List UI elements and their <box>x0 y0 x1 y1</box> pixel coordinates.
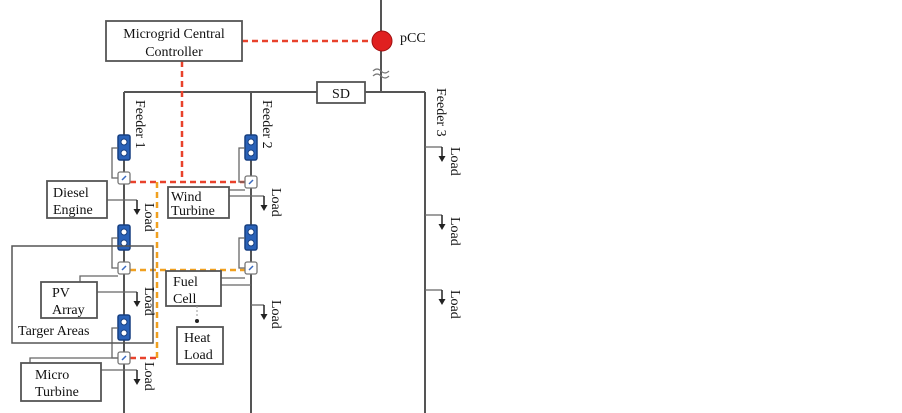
wind-turbine: Wind Turbine <box>167 186 230 219</box>
fuel-cell: Fuel Cell <box>165 270 222 307</box>
svg-text:Cell: Cell <box>173 292 196 307</box>
load-icon <box>259 195 269 212</box>
load-icon <box>132 199 142 216</box>
svg-text:Fuel: Fuel <box>173 275 198 290</box>
pv-array: PV Array <box>40 281 98 319</box>
load-label: Load <box>447 290 462 319</box>
breaker-icon <box>244 224 258 251</box>
feeder-2-label: Feeder 2 <box>259 100 274 149</box>
heat-load: Heat Load <box>176 326 224 365</box>
micro-turbine: Micro Turbine <box>20 362 102 402</box>
load-icon <box>437 214 447 231</box>
load-icon <box>437 289 447 306</box>
svg-text:Heat: Heat <box>184 331 211 346</box>
svg-text:Turbine: Turbine <box>35 385 79 400</box>
load-label: Load <box>141 362 156 391</box>
pcc-label: pCC <box>400 31 426 46</box>
load-label: Load <box>268 188 283 217</box>
svg-text:Array: Array <box>52 303 85 318</box>
load-label: Load <box>447 147 462 176</box>
target-area-label: Targer Areas <box>18 324 89 339</box>
load-label: Load <box>268 300 283 329</box>
load-icon <box>259 304 269 321</box>
feeder-1-label: Feeder 1 <box>132 100 147 149</box>
switch-icon <box>117 261 131 275</box>
load-icon <box>437 146 447 163</box>
sd-switch <box>316 81 366 104</box>
breaker-icon <box>117 314 131 341</box>
switch-icon <box>244 175 258 189</box>
svg-text:Engine: Engine <box>53 203 93 218</box>
svg-text:Diesel: Diesel <box>53 186 89 201</box>
switch-icon <box>117 171 131 185</box>
pcc-node <box>371 30 393 52</box>
load-icon <box>132 369 142 386</box>
switch-icon <box>117 351 131 365</box>
microgrid-controller <box>105 20 243 62</box>
svg-text:Micro: Micro <box>35 368 69 383</box>
breaker-icon <box>244 134 258 161</box>
load-label: Load <box>141 287 156 316</box>
feeder-3-label: Feeder 3 <box>433 88 448 137</box>
switch-icon <box>244 261 258 275</box>
breaker-icon <box>117 134 131 161</box>
target-area <box>11 245 154 344</box>
svg-text:PV: PV <box>52 286 70 301</box>
controller-line1: Microgrid Central <box>123 27 225 42</box>
svg-text:Wind: Wind <box>171 190 202 205</box>
load-label: Load <box>141 203 156 232</box>
svg-text:Load: Load <box>184 348 213 363</box>
svg-text:Turbine: Turbine <box>171 204 215 219</box>
sd-label: SD <box>332 87 350 102</box>
load-label: Load <box>447 217 462 246</box>
load-icon <box>132 291 142 308</box>
breaker-symbol <box>372 68 390 79</box>
controller-line2: Controller <box>145 45 203 60</box>
diesel-engine: Diesel Engine <box>46 180 108 219</box>
